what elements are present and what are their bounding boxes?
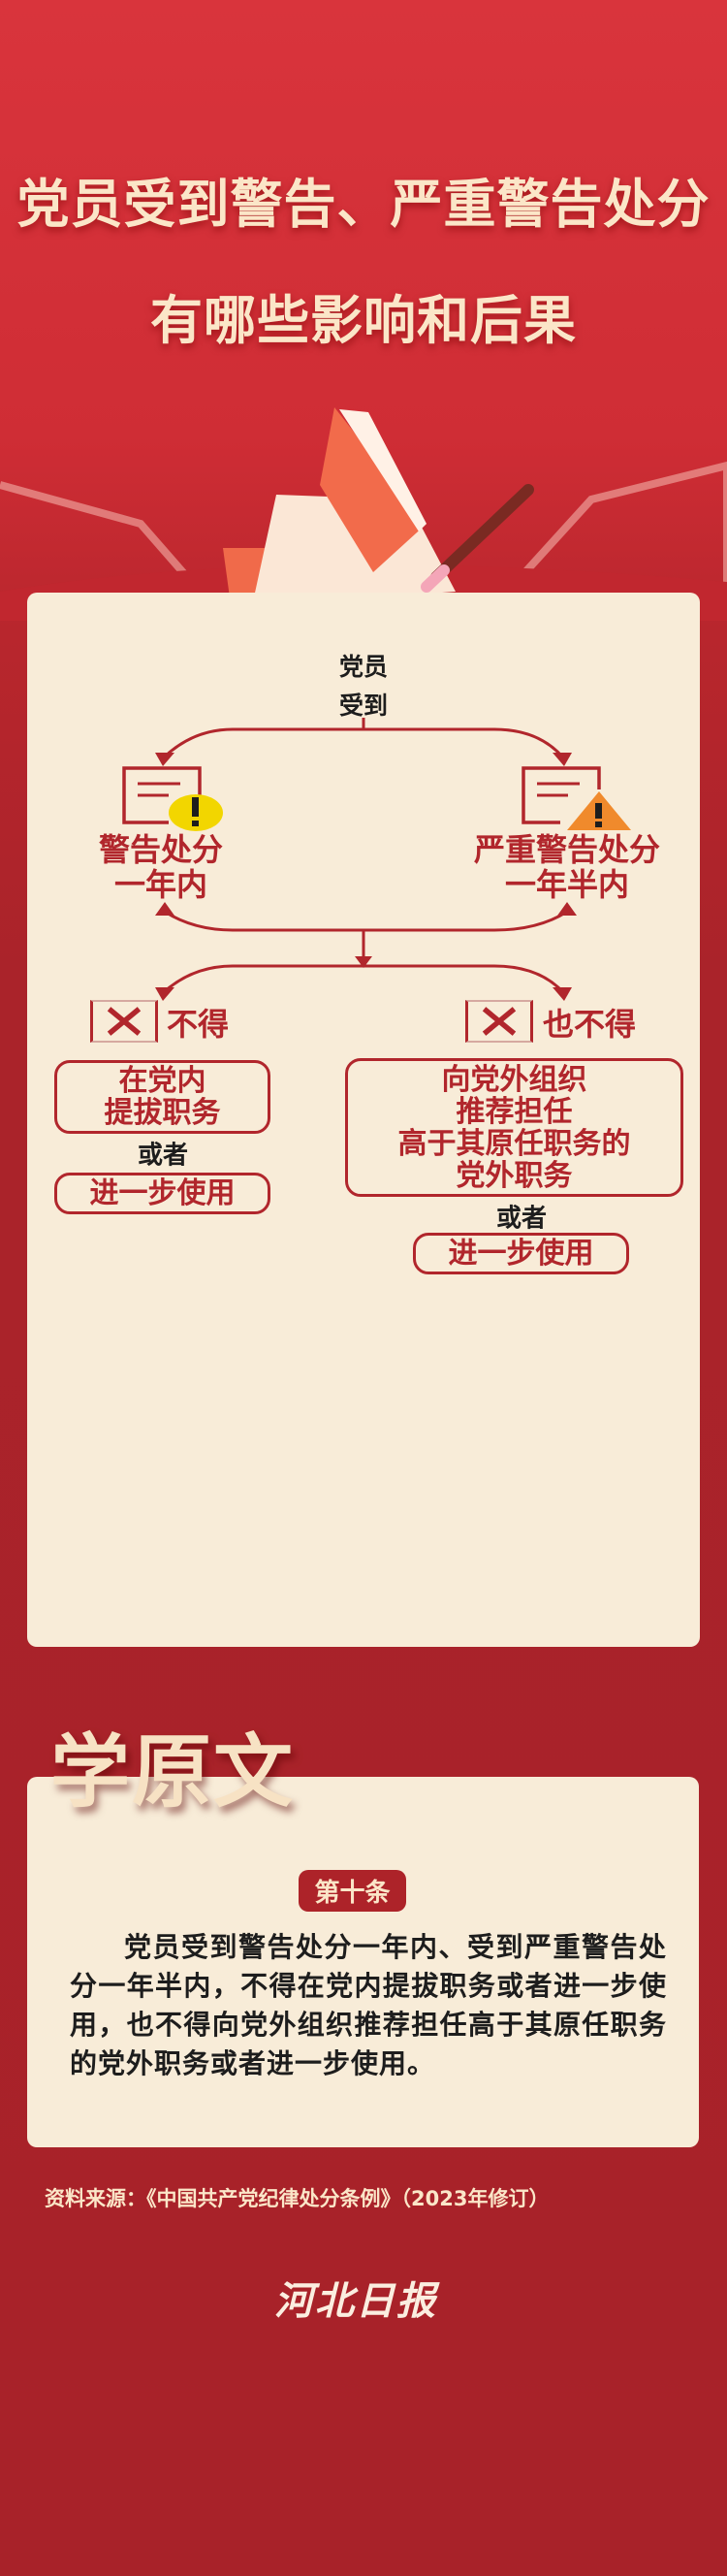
- warning-title: 警告处分: [98, 831, 224, 868]
- x-mark-icon: [465, 1000, 533, 1043]
- flow-arrows: [155, 718, 577, 1001]
- recommend-box: 向党外组织 推荐担任 高于其原任职务的 党外职务: [345, 1058, 683, 1197]
- warning-document-icon: [122, 766, 223, 831]
- further-use-box: 进一步使用: [413, 1233, 629, 1274]
- box-line: 高于其原任职务的: [397, 1126, 631, 1161]
- box-line: 在党内: [118, 1064, 206, 1098]
- article-badge: 第十条: [299, 1870, 406, 1912]
- title-line-2: 有哪些影响和后果: [150, 290, 577, 351]
- original-text-heading: 学原文: [50, 1726, 296, 1819]
- subject-line-1: 党员: [338, 653, 389, 681]
- source-note: 资料来源：《中国共产党纪律处分条例》（2023年修订）: [45, 2187, 550, 2210]
- or-label: 或者: [495, 1204, 548, 1234]
- original-text-card: [27, 1777, 699, 2147]
- subject-line-2: 受到: [338, 692, 389, 720]
- serious-warning-title: 严重警告处分: [473, 831, 661, 868]
- or-label: 或者: [137, 1141, 189, 1171]
- cannot-label: 不得: [167, 1006, 230, 1043]
- serious-warning-document-icon: [522, 766, 631, 830]
- serious-warning-duration: 一年半内: [504, 866, 630, 903]
- promotion-box: 在党内 提拔职务: [54, 1060, 270, 1134]
- warning-duration: 一年内: [113, 866, 208, 903]
- x-mark-icon: [90, 1000, 158, 1043]
- box-line: 推荐担任: [456, 1094, 573, 1129]
- box-line: 提拔职务: [104, 1096, 221, 1130]
- also-cannot-label: 也不得: [543, 1006, 637, 1043]
- title-line-1: 党员受到警告、严重警告处分: [16, 174, 711, 235]
- further-use-box: 进一步使用: [54, 1173, 270, 1214]
- article-text: 党员受到警告处分一年内、受到严重警告处分一年半内，不得在党内提拔职务或者进一步使…: [70, 1931, 667, 2079]
- box-line: 向党外组织: [441, 1062, 587, 1097]
- box-line: 党外职务: [456, 1158, 573, 1193]
- hebei-daily-logo: 河北日报: [274, 2278, 437, 2324]
